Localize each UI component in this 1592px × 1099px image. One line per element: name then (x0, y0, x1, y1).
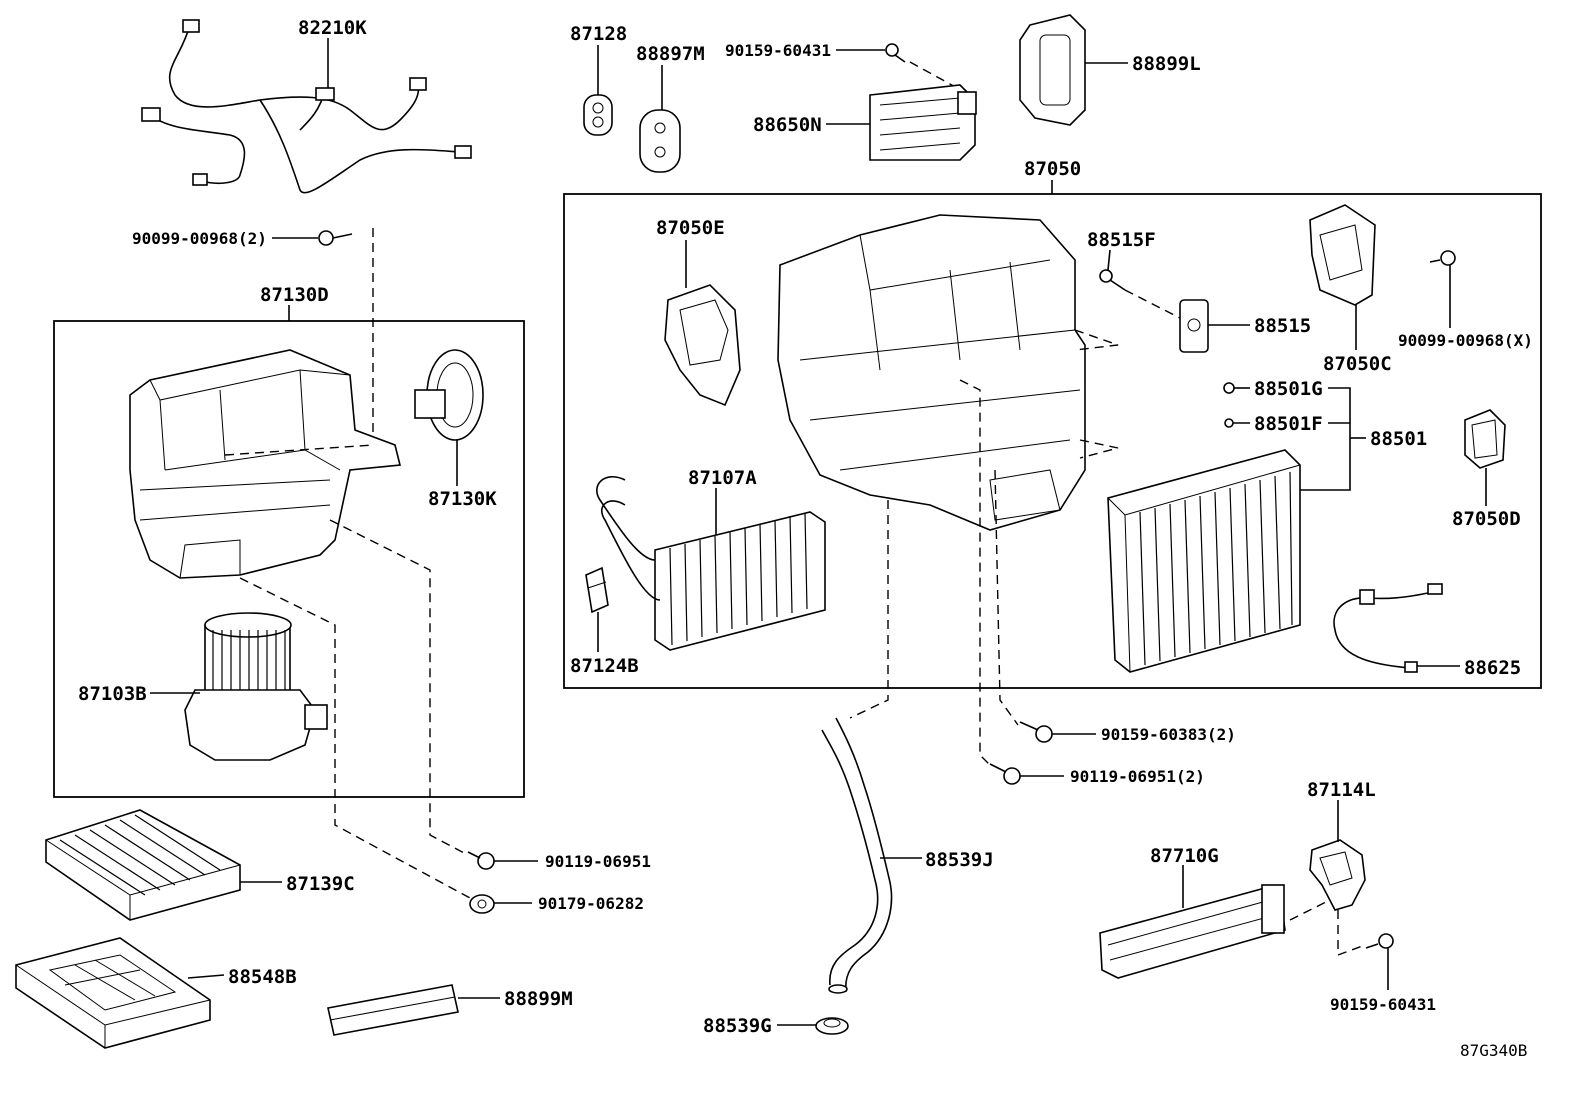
part-label-87050D: 87050D (1452, 508, 1521, 530)
part-label-82210K: 82210K (298, 17, 367, 39)
packing-icon (583, 94, 613, 136)
part-label-87103B: 87103B (78, 683, 147, 705)
evaporator-icon (1107, 449, 1301, 673)
part-label-87050C: 87050C (1323, 353, 1392, 375)
part-label-88515F: 88515F (1087, 229, 1156, 251)
part-label-88897M: 88897M (636, 43, 705, 65)
cover-icon (1019, 14, 1086, 126)
drain-grommet-icon (815, 1017, 849, 1035)
part-label-90179-06282: 90179-06282 (538, 894, 644, 913)
seal-strip-icon (327, 984, 459, 1036)
sensor-module-icon (1464, 409, 1506, 469)
part-label-90119-06951: 90119-06951 (545, 852, 651, 871)
bolt-icon (318, 230, 353, 246)
part-label-90099-00968-2: 90099-00968(2) (132, 229, 267, 248)
bolt-icon (1019, 721, 1053, 743)
nut-icon (469, 894, 495, 914)
heater-core-icon (596, 475, 826, 651)
bolt-icon (885, 43, 906, 63)
part-label-87130K: 87130K (428, 488, 497, 510)
part-label-88539J: 88539J (925, 849, 994, 871)
damper-actuator-icon (664, 284, 741, 407)
bolt-icon (1429, 250, 1456, 266)
part-label-88539G: 88539G (703, 1015, 772, 1037)
part-label-87130D: 87130D (260, 284, 329, 306)
electric-heater-icon (1099, 884, 1286, 979)
blower-case-icon (129, 349, 402, 579)
part-label-88899L: 88899L (1132, 53, 1201, 75)
o-ring-icon (1224, 418, 1234, 428)
part-label-87050E: 87050E (656, 217, 725, 239)
hvac-unit-housing-icon (777, 214, 1086, 531)
part-label-87114L: 87114L (1307, 779, 1376, 801)
grommet-icon (639, 109, 681, 173)
blower-motor-icon (184, 612, 328, 761)
part-label-87710G: 87710G (1150, 845, 1219, 867)
screw-icon (467, 851, 495, 870)
control-module-icon (869, 84, 977, 161)
part-label-90159-60431-top: 90159-60431 (725, 41, 831, 60)
heater-bracket-icon (1309, 839, 1366, 911)
part-label-87128: 87128 (570, 23, 627, 45)
wire-harness-icon (141, 19, 472, 194)
bolt-icon (1099, 269, 1126, 291)
part-label-90159-60431-bottom: 90159-60431 (1330, 995, 1436, 1014)
part-label-88548B: 88548B (228, 966, 297, 988)
bolt-icon (1365, 933, 1394, 949)
temperature-sensor-icon (1333, 583, 1443, 673)
diagram-id: 87G340B (1460, 1041, 1527, 1060)
part-label-88650N: 88650N (753, 114, 822, 136)
air-filter-icon (45, 809, 241, 921)
part-label-87107A: 87107A (688, 467, 757, 489)
part-label-87139C: 87139C (286, 873, 355, 895)
part-label-88899M: 88899M (504, 988, 573, 1010)
expansion-valve-icon (1179, 299, 1209, 353)
servo-motor-icon (1309, 204, 1376, 306)
part-label-88501F: 88501F (1254, 413, 1323, 435)
part-label-88515: 88515 (1254, 315, 1311, 337)
part-label-90099-00968-X: 90099-00968(X) (1398, 331, 1533, 350)
part-label-88501: 88501 (1370, 428, 1427, 450)
drain-hose-icon (821, 717, 893, 994)
clamp-icon (585, 566, 609, 614)
blower-motor-cover-icon (414, 349, 484, 441)
part-label-88625: 88625 (1464, 657, 1521, 679)
part-label-87124B: 87124B (570, 655, 639, 677)
part-label-87050: 87050 (1024, 158, 1081, 180)
bolt-icon (989, 763, 1021, 785)
part-label-90159-60383-2: 90159-60383(2) (1101, 725, 1236, 744)
part-label-88501G: 88501G (1254, 378, 1323, 400)
o-ring-icon (1223, 382, 1235, 394)
part-label-90119-06951-2: 90119-06951(2) (1070, 767, 1205, 786)
filter-tray-icon (15, 937, 211, 1049)
